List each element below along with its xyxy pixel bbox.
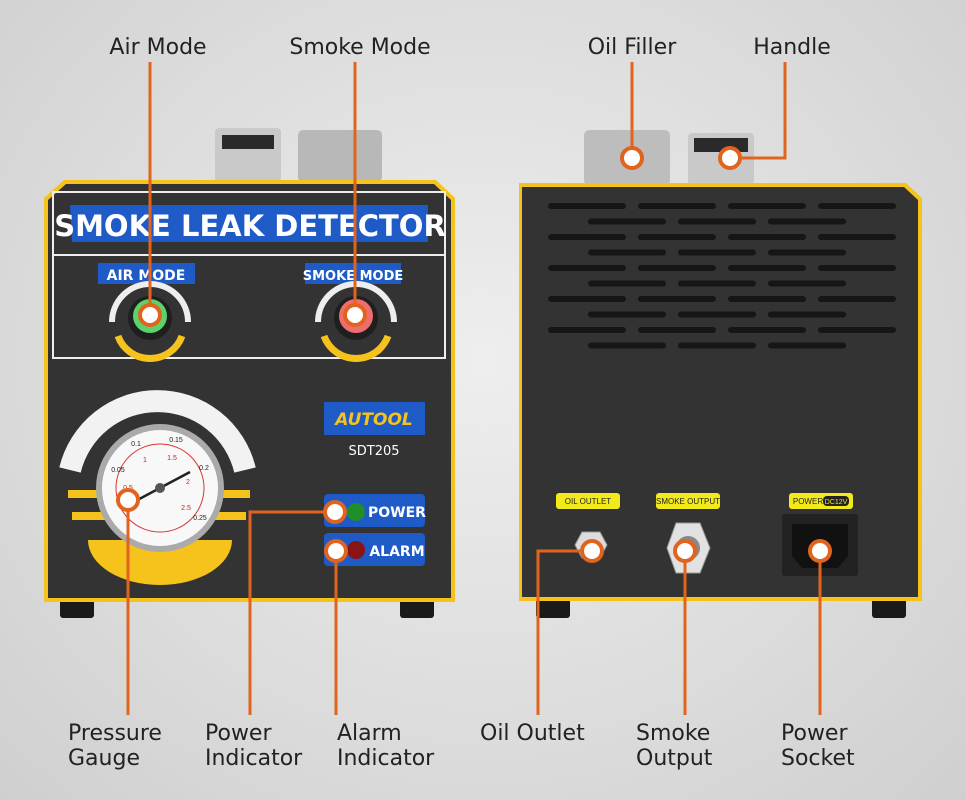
power-led — [347, 503, 365, 521]
vent-slot — [638, 327, 716, 333]
vent-slot — [728, 234, 806, 240]
alarm-led — [347, 541, 365, 559]
gauge-tick: 0.05 — [111, 467, 125, 474]
callout-smoke-output: Output — [636, 746, 713, 771]
vent-slots — [548, 203, 896, 349]
vent-slot — [638, 203, 716, 209]
vent-slot — [768, 218, 846, 225]
vent-slot — [818, 327, 896, 333]
callout-alarm-indicator: Indicator — [337, 746, 435, 771]
callout-power-indicator: Indicator — [205, 746, 303, 771]
vent-slot — [588, 342, 666, 349]
pressure-gauge: 0.05 0.1 0.15 0.2 0.25 0.5 1 1.5 2 2.5 — [59, 390, 256, 585]
vent-slot — [548, 234, 626, 240]
device-title: SMOKE LEAK DETECTOR — [54, 209, 446, 243]
vent-slot — [548, 265, 626, 271]
callout-power-socket: Power — [781, 721, 848, 746]
gauge-tick: 0.1 — [131, 441, 141, 448]
vent-slot — [548, 327, 626, 333]
vent-slot — [728, 296, 806, 302]
gauge-tick: 1.5 — [167, 455, 177, 462]
callout-pressure-gauge: Pressure — [68, 721, 162, 746]
gauge-tick: 1 — [143, 457, 147, 464]
vent-slot — [588, 311, 666, 318]
vent-slot — [588, 218, 666, 225]
brand-logo: AUTOOL — [333, 410, 413, 430]
gauge-tick: 0.2 — [199, 465, 209, 472]
vent-slot — [818, 234, 896, 240]
vent-slot — [728, 327, 806, 333]
gauge-tick: 0.15 — [169, 437, 183, 444]
callout-lines — [116, 62, 832, 715]
callout-smoke-output: Smoke — [636, 721, 710, 746]
alarm-indicator-label: ALARM — [369, 544, 424, 560]
callout-pressure-gauge: Gauge — [68, 746, 140, 771]
callout-oil-outlet: Oil Outlet — [480, 721, 585, 746]
callout-alarm-indicator: Alarm — [337, 721, 402, 746]
smoke-output-label: SMOKE OUTPUT — [656, 497, 720, 506]
alarm-indicator-panel — [324, 533, 425, 566]
control-panel — [52, 191, 446, 359]
vent-slot — [768, 311, 846, 318]
vent-slot — [818, 265, 896, 271]
vent-slot — [638, 234, 716, 240]
callout-oil-filler: Oil Filler — [588, 35, 677, 60]
vent-slot — [638, 296, 716, 302]
gauge-tick: 0.25 — [193, 515, 207, 522]
vent-slot — [768, 342, 846, 349]
vent-slot — [768, 249, 846, 256]
vent-slot — [638, 265, 716, 271]
vent-slot — [678, 342, 756, 349]
gauge-tick: 2 — [186, 479, 190, 486]
callout-smoke-mode: Smoke Mode — [289, 35, 430, 60]
vent-slot — [678, 311, 756, 318]
vent-slot — [678, 218, 756, 225]
brand-badge — [324, 402, 425, 435]
front-foot-right — [400, 598, 434, 618]
vent-slot — [768, 280, 846, 287]
vent-slot — [548, 296, 626, 302]
vent-slot — [818, 203, 896, 209]
title-banner — [70, 205, 428, 242]
back-unit: OIL OUTLET SMOKE OUTPUT POWER DC12V — [519, 130, 922, 618]
vent-slot — [818, 296, 896, 302]
vent-slot — [728, 203, 806, 209]
vent-slot — [728, 265, 806, 271]
model-number: SDT205 — [348, 444, 399, 459]
vent-slot — [588, 280, 666, 287]
callout-power-socket: Socket — [781, 746, 855, 771]
power-indicator-panel — [324, 494, 425, 527]
callout-handle: Handle — [753, 35, 831, 60]
front-unit: SMOKE LEAK DETECTOR AIR MODE SMOKE MODE … — [44, 128, 455, 618]
front-oil-filler-cap — [298, 130, 382, 182]
vent-slot — [548, 203, 626, 209]
vent-slot — [678, 280, 756, 287]
callout-power-indicator: Power — [205, 721, 272, 746]
power-socket-label: POWER — [793, 497, 823, 506]
oil-outlet-label: OIL OUTLET — [565, 497, 611, 506]
callout-air-mode: Air Mode — [109, 35, 206, 60]
air-mode-label: AIR MODE — [107, 268, 186, 284]
power-indicator-label: POWER — [368, 505, 426, 521]
vent-slot — [678, 249, 756, 256]
front-foot-left — [60, 598, 94, 618]
smoke-mode-label: SMOKE MODE — [303, 269, 404, 284]
gauge-tick: 2.5 — [181, 505, 191, 512]
power-rating: DC12V — [825, 499, 848, 506]
vent-slot — [588, 249, 666, 256]
